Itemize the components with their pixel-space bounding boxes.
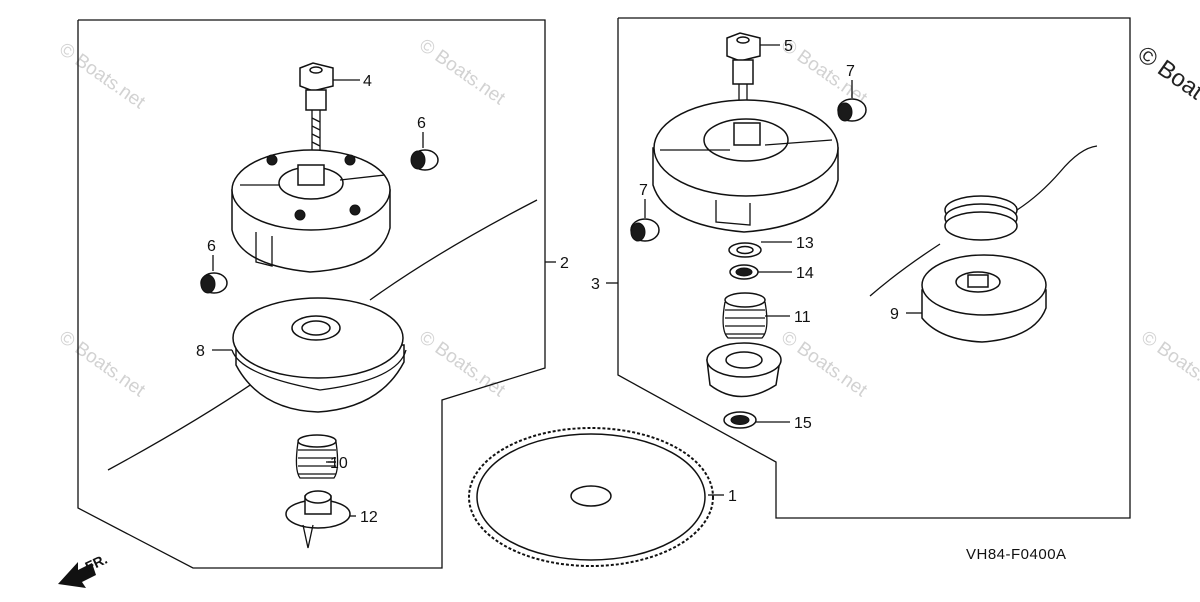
watermarks: © Boats.net © Boats.net © Boats.net © Bo… bbox=[55, 35, 1200, 402]
bump-knob-part-12 bbox=[285, 490, 351, 549]
spring-part-11 bbox=[722, 292, 768, 339]
watermark-edge: © Boat bbox=[1133, 41, 1200, 106]
bolt-part-4 bbox=[299, 62, 334, 160]
callout-8: 8 bbox=[196, 343, 205, 360]
watermark: © Boats.net bbox=[55, 39, 149, 114]
hub-housing-left bbox=[231, 149, 391, 273]
callout-3: 3 bbox=[591, 276, 600, 293]
spring-part-10 bbox=[295, 434, 339, 479]
diagram-code: VH84-F0400A bbox=[966, 546, 1067, 563]
direction-arrow-icon: FR. bbox=[58, 551, 110, 588]
callout-7-lower: 7 bbox=[639, 182, 648, 199]
group-outlines bbox=[77, 17, 1131, 569]
callout-10: 10 bbox=[330, 455, 348, 472]
callout-11: 11 bbox=[794, 309, 811, 326]
bolt-part-5 bbox=[726, 32, 761, 115]
hub-housing-right bbox=[652, 99, 839, 233]
callouts: 1 2 3 4 5 6 6 7 7 8 9 10 11 bbox=[196, 38, 922, 526]
callout-5: 5 bbox=[784, 38, 793, 55]
callout-6-lower: 6 bbox=[207, 238, 216, 255]
washer-part-14 bbox=[729, 264, 759, 280]
washer-part-13 bbox=[728, 242, 762, 258]
callout-15: 15 bbox=[794, 415, 812, 432]
grommet-part-7-upper bbox=[837, 98, 867, 122]
group-outline-right bbox=[617, 17, 1131, 519]
callout-9: 9 bbox=[890, 306, 899, 323]
callout-2: 2 bbox=[560, 255, 569, 272]
line-spool-part-9 bbox=[869, 145, 1098, 343]
callout-1: 1 bbox=[728, 488, 737, 505]
callout-6-upper: 6 bbox=[417, 115, 426, 132]
nut-part-15 bbox=[723, 411, 757, 429]
watermark: © Boats.net bbox=[1137, 327, 1200, 402]
spring-seat bbox=[706, 342, 782, 398]
callout-14: 14 bbox=[796, 265, 814, 282]
watermark: © Boats.net bbox=[777, 327, 871, 402]
watermark: © Boats.net bbox=[55, 327, 149, 402]
group-outline-left bbox=[77, 19, 546, 569]
watermark: © Boats.net bbox=[415, 35, 509, 110]
callout-7-upper: 7 bbox=[846, 63, 855, 80]
grommet-part-6-upper bbox=[410, 149, 439, 171]
grommet-part-7-lower bbox=[630, 218, 660, 242]
callout-13: 13 bbox=[796, 235, 814, 252]
line-spool-part-8 bbox=[107, 199, 538, 471]
watermark: © Boats.net bbox=[415, 327, 509, 402]
callout-12: 12 bbox=[360, 509, 378, 526]
direction-label: FR. bbox=[83, 551, 110, 575]
grommet-part-6-lower bbox=[200, 272, 228, 294]
saw-blade-part-1 bbox=[468, 427, 714, 567]
callout-4: 4 bbox=[363, 73, 372, 90]
